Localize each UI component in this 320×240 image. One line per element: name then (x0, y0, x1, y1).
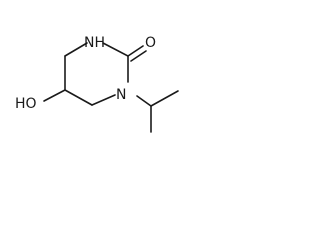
bond-n-ch (136, 95, 152, 107)
bond-ch2-n (91, 94, 116, 106)
chemical-structure: NH O N HO (15, 35, 179, 133)
bond-choh-ch2 (64, 89, 93, 106)
bond-nh-ch2 (64, 42, 88, 57)
bond-ch-ch3-right (150, 90, 179, 107)
bond-choh-ho (43, 89, 66, 102)
atom-label-n: N (116, 87, 126, 103)
atom-label-ho: HO (15, 96, 37, 112)
bond-carbonyl-o-2 (130, 50, 147, 62)
bond-carbonyl-nh (102, 42, 129, 57)
bond-carbonyl-o-1 (127, 45, 144, 57)
atom-label-o: O (145, 35, 156, 51)
atom-label-nh: NH (84, 35, 105, 51)
